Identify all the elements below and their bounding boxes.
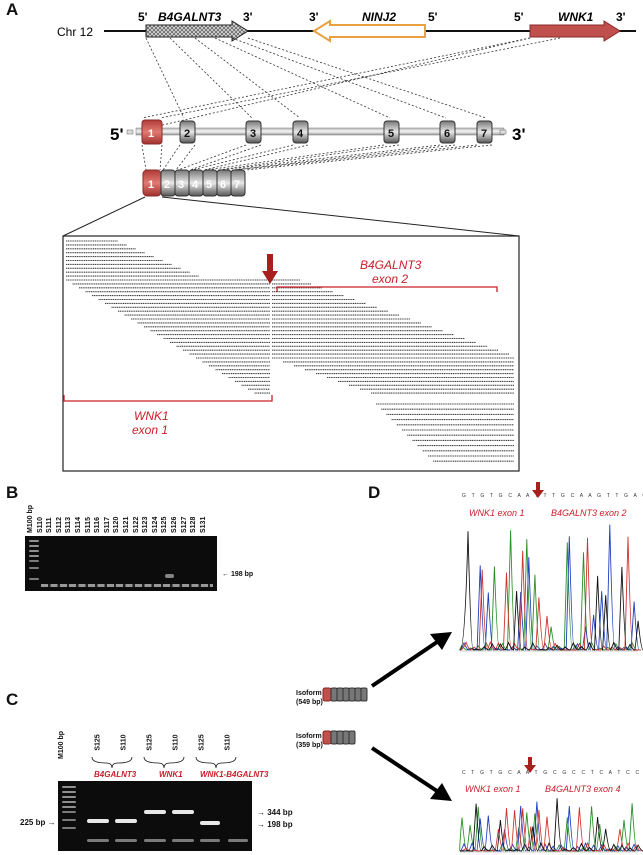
gel-c-lane-4: S110 xyxy=(172,734,180,751)
b4galnt3-arrow xyxy=(145,20,249,42)
ninj2-five: 5' xyxy=(428,10,438,24)
panel-label-a: A xyxy=(6,0,19,19)
chromosome-label: Chr 12 xyxy=(57,25,93,39)
panel-a-diagram: Chr 12 5' B4GALNT3 3' 3' NINJ2 5' 5' WNK… xyxy=(57,10,636,472)
ninj2-arrow xyxy=(312,19,426,43)
wnk-label-line2: exon 1 xyxy=(132,423,168,437)
transcript-three: 3' xyxy=(512,125,526,144)
gel-b-lane-label: S115 xyxy=(84,517,92,533)
svg-text:G T G T G C A A T T T G C A A: G T G T G C A A T T T G C A A G T T G A … xyxy=(462,493,643,499)
gel-b-lane-label: S124 xyxy=(151,516,159,533)
gel-c-lane-5: S125 xyxy=(198,734,206,751)
panel-label-c: C xyxy=(6,690,19,709)
gel-c-group-1: B4GALNT3 xyxy=(94,770,137,779)
panel-label-d: D xyxy=(368,483,381,502)
genomic-exon-3: 3 xyxy=(250,128,256,140)
gel-c-left-label: 225 bp → xyxy=(20,818,56,827)
gel-b-lane-label: S127 xyxy=(180,516,188,533)
mrna-exon-4: 4 xyxy=(192,179,199,191)
gel-b xyxy=(25,536,217,591)
isoform2-name: Isoform 2 xyxy=(296,733,328,740)
gel-b-lane-label: S121 xyxy=(123,516,130,533)
ninj2-name: NINJ2 xyxy=(362,10,396,24)
gel-c-right-label-2: → 198 bp xyxy=(257,820,293,829)
mrna-exons: 1 2 3 4 5 6 7 xyxy=(142,169,246,197)
isoform1-size: (549 bp) xyxy=(296,699,323,706)
mrna-exon-3: 3 xyxy=(178,179,184,191)
genomic-exon-2: 2 xyxy=(184,128,190,140)
gel-c-braces xyxy=(91,756,237,769)
genomic-exon-5: 5 xyxy=(388,128,394,140)
isoform2-size: (359 bp) xyxy=(296,742,323,749)
mrna-exon-7: 7 xyxy=(234,179,240,191)
gel-c-lane-3: S125 xyxy=(146,734,154,751)
gel-b-lane-label: S125 xyxy=(161,516,169,533)
alignment-box xyxy=(62,235,520,472)
gel-c-group-2: WNK1 xyxy=(159,770,183,779)
wnk1-arrow xyxy=(529,20,621,42)
gel-b-lane-label: S116 xyxy=(94,517,102,533)
gel-b-lane-label: S131 xyxy=(199,516,207,533)
transcript-five: 5' xyxy=(110,125,124,144)
gel-b-lane-label: S123 xyxy=(142,516,150,533)
ninj2-three: 3' xyxy=(309,10,319,24)
gel-b-lane-label: S128 xyxy=(190,516,198,533)
gel-c-group-3: WNK1-B4GALNT3 xyxy=(200,770,269,779)
gel-c-right-label-1: → 344 bp xyxy=(257,808,293,817)
trace1-left-label: WNK1 exon 1 xyxy=(469,508,525,518)
panel-label-b: B xyxy=(6,483,19,502)
genomic-exon-1: 1 xyxy=(148,128,154,140)
gel-b-lane-label: S110 xyxy=(36,517,44,533)
gel-b-lane-label: S120 xyxy=(113,516,121,533)
gel-c xyxy=(58,781,252,851)
gel-c-lane-2: S110 xyxy=(120,734,128,751)
gel-b-lane-label: S122 xyxy=(132,516,140,533)
wnk1-name: WNK1 xyxy=(558,10,594,24)
isoform1-name: Isoform 1 xyxy=(296,690,328,697)
genomic-exon-4: 4 xyxy=(297,128,304,140)
trace1-right-label: B4GALNT3 exon 2 xyxy=(551,508,627,518)
wnk1-three: 3' xyxy=(616,10,626,24)
gel-c-lane-6: S110 xyxy=(224,734,232,751)
gel-b-lane-label: S112 xyxy=(55,517,63,533)
isoform1-diagram xyxy=(322,687,368,702)
gel-b-lane-label: S126 xyxy=(171,516,178,533)
b4galnt3-three: 3' xyxy=(243,10,253,24)
gel-b-lane-label: S117 xyxy=(103,517,111,533)
b4galnt3-five: 5' xyxy=(138,10,148,24)
gel-c-marker: M100 bp xyxy=(58,730,65,759)
mrna-exon-1: 1 xyxy=(148,179,154,191)
genomic-exon-7: 7 xyxy=(481,128,487,140)
gel-b-marker: M100 bp xyxy=(27,504,34,533)
gel-b-lane-label: S111 xyxy=(46,517,54,533)
trace2-right-label: B4GALNT3 exon 4 xyxy=(545,784,621,794)
gel-b-band-label: ← 198 bp xyxy=(222,571,254,578)
junction-arrow xyxy=(262,254,278,284)
svg-text:C T G T G C A A T G C G C C T: C T G T G C A A T G C G C C T C A T C C … xyxy=(462,770,643,776)
b4-label-line1: B4GALNT3 xyxy=(360,258,422,272)
b4galnt3-name: B4GALNT3 xyxy=(158,10,222,24)
mrna-exon-2: 2 xyxy=(164,179,170,191)
gel-c-lane-1: S125 xyxy=(94,734,102,751)
wnk-label-line1: WNK1 xyxy=(134,409,169,423)
mrna-exon-6: 6 xyxy=(220,179,226,191)
genomic-exon-6: 6 xyxy=(444,128,450,140)
trace2-left-label: WNK1 exon 1 xyxy=(465,784,521,794)
b4-label-line2: exon 2 xyxy=(372,272,408,286)
gel-b-lane-label: S113 xyxy=(65,517,73,533)
wnk1-five: 5' xyxy=(514,10,524,24)
genomic-exons: 1 2 3 4 5 6 7 xyxy=(141,119,493,145)
mrna-exon-5: 5 xyxy=(206,179,212,191)
gel-b-lane-label: S114 xyxy=(75,517,82,533)
